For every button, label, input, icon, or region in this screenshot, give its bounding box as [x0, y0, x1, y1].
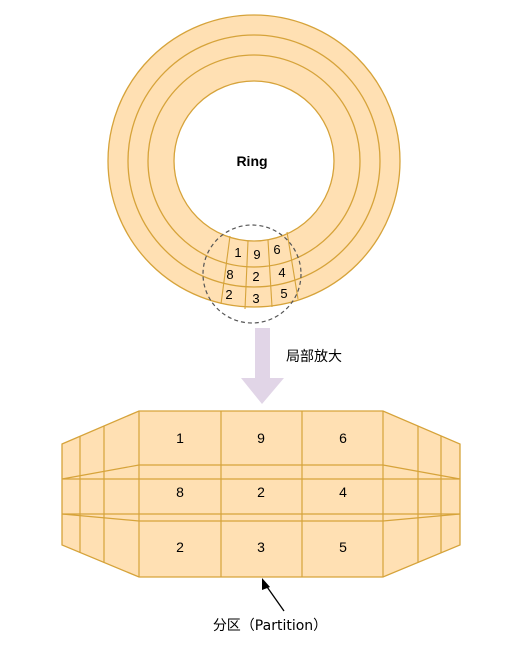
ring-sector-number: 8	[226, 267, 233, 282]
grid-cell: 8	[176, 484, 184, 500]
grid-cell: 6	[339, 430, 347, 446]
ring-sector-numbers: 1 9 6 8 2 4 2 3 5	[225, 242, 287, 306]
ring-sector-number: 3	[252, 291, 259, 306]
grid-cell: 1	[176, 430, 184, 446]
ring-sector-number: 5	[280, 286, 287, 301]
ring-sector-number: 9	[253, 247, 260, 262]
ring-sector-number: 4	[278, 265, 285, 280]
zoom-label: 局部放大	[286, 349, 342, 365]
ring-track-3	[147, 54, 361, 268]
ring-diagram: Ring 1 9 6 8 2 4 2 3 5	[107, 14, 401, 324]
partition-label: 分区（Partition）	[213, 618, 327, 634]
grid-cell: 5	[339, 539, 347, 555]
grid-outline	[61, 410, 461, 578]
ring-sector-lines	[220, 231, 299, 310]
grid-cell: 3	[257, 539, 265, 555]
grid-cell: 4	[339, 484, 347, 500]
zoomed-partition-grid: 1 9 6 8 2 4 2 3 5	[61, 410, 461, 578]
ring-sector-number: 2	[252, 269, 259, 284]
partition-pointer-arrow	[262, 578, 285, 612]
grid-cell: 9	[257, 430, 265, 446]
ring-inner-hole	[173, 80, 335, 242]
ring-label: Ring	[236, 153, 267, 169]
ring-sector-number: 2	[225, 287, 232, 302]
grid-cell: 2	[257, 484, 265, 500]
zoom-focus-circle	[202, 224, 302, 324]
zoom-arrow	[241, 328, 284, 404]
ring-sector-number: 6	[273, 242, 280, 257]
grid-cell: 2	[176, 539, 184, 555]
ring-sector-number: 1	[234, 245, 241, 260]
ring-track-2	[127, 34, 381, 288]
